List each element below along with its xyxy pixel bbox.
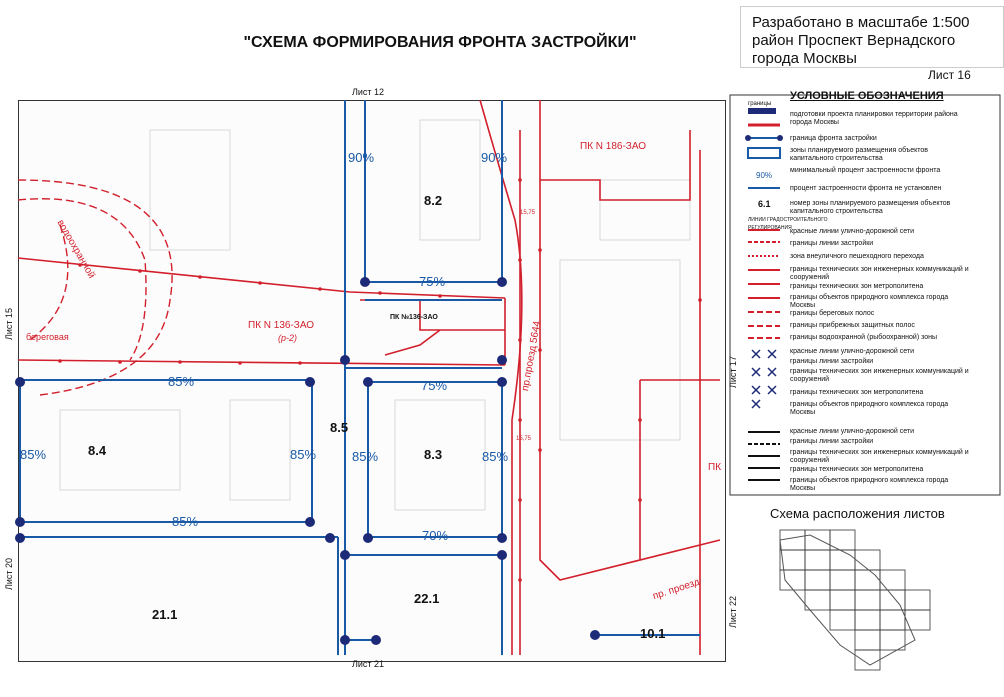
sheet-label-left-top: Лист 15 xyxy=(4,307,14,340)
scale-note: Разработано в масштабе 1:500 район Просп… xyxy=(752,14,970,67)
legend-percent-sample: 90% xyxy=(756,171,773,180)
legend-item: красные линии улично-дорожной сети xyxy=(790,228,915,235)
legend-item: процент застроенности фронта не установл… xyxy=(790,185,942,192)
legend-item: границы объектов природного комплекса го… xyxy=(790,294,949,309)
percent-label: 90% xyxy=(481,150,508,165)
legend-item: границы линии застройки xyxy=(790,240,874,247)
sheet-scheme-title: Схема расположения листов xyxy=(770,506,945,521)
legend-item: границы объектов природного комплекса го… xyxy=(790,477,949,492)
legend-item: красные линии улично-дорожной сети xyxy=(790,428,915,435)
zone-22-1: 22.1 xyxy=(414,591,440,606)
legend-item: границы водоохранной (рыбоохранной) зоны xyxy=(790,334,938,341)
sheet-label-right-top: Лист 17 xyxy=(728,355,738,388)
percent-label: 85% xyxy=(352,449,379,464)
legend-item: границы прибрежных защитных полос xyxy=(790,322,915,329)
legend-section-label: ЛИНИИ ГРАДОСТРОИТЕЛЬНОГО РЕГУЛИРОВАНИЯ xyxy=(748,217,828,231)
zone-10-1: 10.1 xyxy=(640,626,666,641)
legend-item: границы линии застройки xyxy=(790,358,874,365)
zone-8-4: 8.4 xyxy=(88,443,107,458)
percent-label: 75% xyxy=(421,378,448,393)
elevation-mark: 15,75 xyxy=(516,436,532,442)
legend-frame xyxy=(729,94,1001,496)
legend-item: границы технических зон инженерных комму… xyxy=(790,266,969,281)
sheet-number: Лист 16 xyxy=(928,68,971,82)
legend-item: зоны планируемого размещения объектов ка… xyxy=(790,147,929,162)
zone-8-3: 8.3 xyxy=(424,447,443,462)
shore-label: береговая xyxy=(26,332,69,342)
percent-label: 85% xyxy=(172,514,199,529)
legend-item: границы технических зон инженерных комму… xyxy=(790,449,969,464)
elevation-mark: 15,75 xyxy=(520,210,536,216)
legend-zone-sample: 6.1 xyxy=(758,199,771,209)
frontage-dots xyxy=(15,277,600,645)
blue-zone-lines xyxy=(18,100,700,655)
percent-label: 75% xyxy=(419,274,446,289)
legend-item: границы технических зон метрополитена xyxy=(790,466,924,473)
red-lines xyxy=(17,99,721,655)
red-tick-marks xyxy=(58,178,702,582)
percent-label: 70% xyxy=(422,528,449,543)
map-title: "СХЕМА ФОРМИРОВАНИЯ ФРОНТА ЗАСТРОЙКИ" xyxy=(243,34,637,51)
legend-symbols xyxy=(745,108,783,481)
pk-136-small-label: ПК №136-ЗАО xyxy=(390,314,438,321)
legend-item: границы технических зон метрополитена xyxy=(790,283,924,290)
sheet-label-left-bottom: Лист 20 xyxy=(4,557,14,590)
sheet-label-top: Лист 12 xyxy=(352,87,385,97)
zone-8-5: 8.5 xyxy=(330,420,349,435)
legend-item: граница фронта застройки xyxy=(790,135,877,142)
legend-item: границы xyxy=(748,101,772,107)
legend-item: границы объектов природного комплекса го… xyxy=(790,401,949,416)
percent-label: 85% xyxy=(290,447,317,462)
legend-item: границы линии застройки xyxy=(790,438,874,445)
sheet-label-bottom: Лист 21 xyxy=(352,659,385,669)
legend-item: подготовки проекта планировки территории… xyxy=(790,111,958,126)
legend-item: границы береговых полос xyxy=(790,310,875,317)
percent-label: 90% xyxy=(348,150,375,165)
pk-right-label: ПК xyxy=(708,462,722,473)
percent-label: 85% xyxy=(20,447,47,462)
water-zone-lines xyxy=(17,179,173,396)
legend-item: границы технических зон метрополитена xyxy=(790,389,924,396)
percent-label: 85% xyxy=(482,449,509,464)
sheet-label-right-bottom: Лист 22 xyxy=(728,595,738,628)
legend-item: красные линии улично-дорожной сети xyxy=(790,348,915,355)
pk-136-label: ПК N 136-ЗАО xyxy=(248,320,315,331)
legend-item: номер зоны планируемого размещения объек… xyxy=(790,200,951,215)
zone-21-1: 21.1 xyxy=(152,607,178,622)
background-buildings xyxy=(59,119,691,511)
legend-item: зона внеуличного пешеходного перехода xyxy=(790,253,924,260)
legend-title: УСЛОВНЫЕ ОБОЗНАЧЕНИЯ xyxy=(790,90,944,102)
percent-label: 85% xyxy=(168,374,195,389)
zone-8-2: 8.2 xyxy=(424,193,443,208)
pk-186-label: ПК N 186-ЗАО xyxy=(580,141,647,152)
legend-item: границы технических зон инженерных комму… xyxy=(790,368,969,383)
pk-sub-label: (р-2) xyxy=(278,333,298,343)
legend-item: минимальный процент застроенности фронта xyxy=(790,167,941,174)
sheet-scheme-grid xyxy=(779,529,931,671)
